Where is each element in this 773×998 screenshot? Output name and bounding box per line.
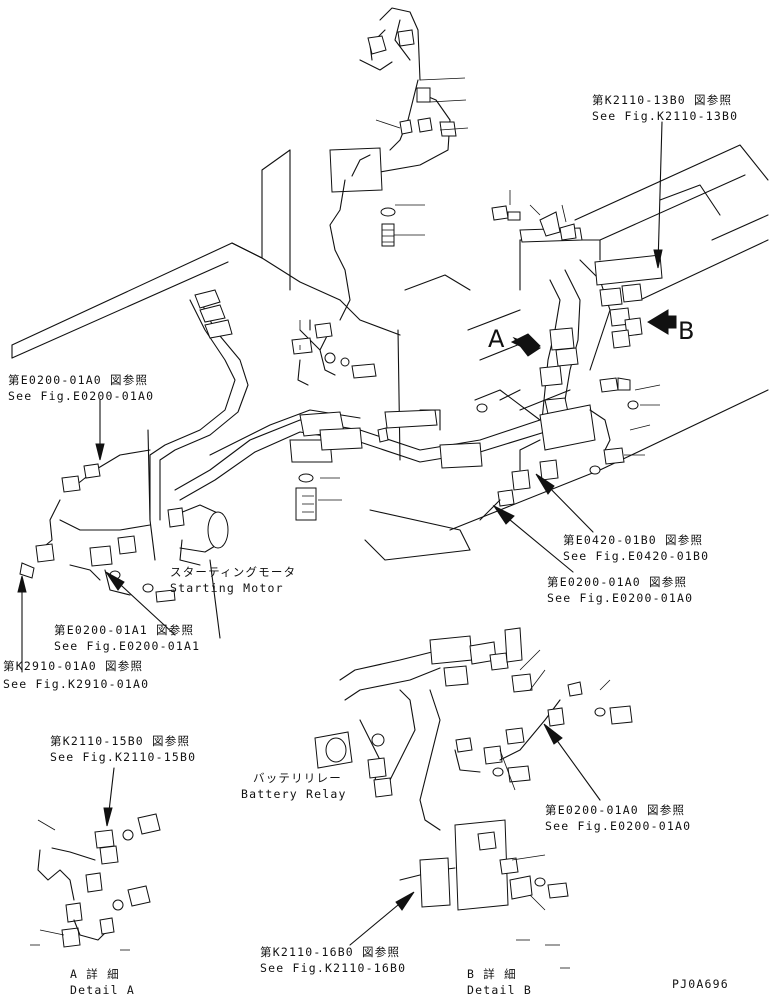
ref-k2110-15b0-ja: 第K2110-15B0 図参照 <box>50 734 191 748</box>
ref-k2110-16b0-en: See Fig.K2110-16B0 <box>260 961 407 975</box>
main-harness <box>149 289 546 561</box>
battery-relay-ja: バッテリリレー <box>253 771 342 785</box>
detail-b-drawing <box>314 627 633 969</box>
battery-relay-en: Battery Relay <box>241 787 347 801</box>
starting-motor-ja: スターティングモータ <box>170 565 297 579</box>
ref-e0200-01a1-ja: 第E0200-01A1 図参照 <box>54 623 195 637</box>
ref-e0420-01b0-en: See Fig.E0420-01B0 <box>563 549 710 563</box>
ref-e0200-01a0-center-en: See Fig.E0200-01A0 <box>547 591 694 605</box>
ref-e0200-01a0-lower-en: See Fig.E0200-01A0 <box>545 819 692 833</box>
ref-e0200-01a0-left-ja: 第E0200-01A0 図参照 <box>8 373 149 387</box>
starting-motor-en: Starting Motor <box>170 581 284 595</box>
ref-k2910-01a0-en: See Fig.K2910-01A0 <box>3 677 150 691</box>
machine-frame <box>11 144 769 561</box>
leader-lines <box>17 121 677 946</box>
ref-e0200-01a1-en: See Fig.E0200-01A1 <box>54 639 201 653</box>
upper-harness <box>329 7 469 321</box>
view-marker-a: A <box>488 325 505 353</box>
detail-a-drawing <box>30 813 161 951</box>
view-marker-b: B <box>678 317 695 345</box>
ref-k2910-01a0-ja: 第K2910-01A0 図参照 <box>3 659 144 673</box>
right-harness <box>474 190 663 521</box>
detail-a-en: Detail A <box>70 983 135 997</box>
ref-e0200-01a0-left-en: See Fig.E0200-01A0 <box>8 389 155 403</box>
ref-k2110-16b0-ja: 第K2110-16B0 図参照 <box>260 945 401 959</box>
ref-e0420-01b0-ja: 第E0420-01B0 図参照 <box>563 533 704 547</box>
detail-b-en: Detail B <box>467 983 532 997</box>
ref-k2110-15b0-en: See Fig.K2110-15B0 <box>50 750 197 764</box>
detail-b-ja: B 詳 細 <box>467 967 517 981</box>
detail-a-ja: A 詳 細 <box>70 967 120 981</box>
drawing-code: PJ0A696 <box>672 977 729 991</box>
ref-k2110-13b0-en: See Fig.K2110-13B0 <box>592 109 739 123</box>
ref-k2110-13b0-ja: 第K2110-13B0 図参照 <box>592 93 733 107</box>
ref-e0200-01a0-center-ja: 第E0200-01A0 図参照 <box>547 575 688 589</box>
ref-e0200-01a0-lower-ja: 第E0200-01A0 図参照 <box>545 803 686 817</box>
